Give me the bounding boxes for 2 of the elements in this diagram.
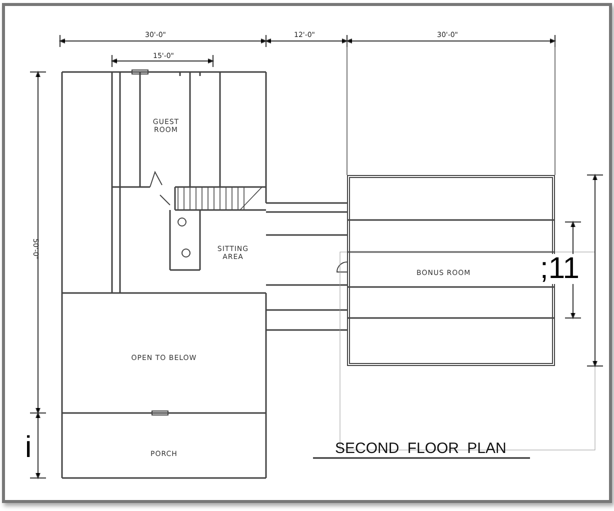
plan-title: SECOND FLOOR PLAN	[335, 440, 506, 457]
stray-text: ;11	[540, 254, 580, 284]
